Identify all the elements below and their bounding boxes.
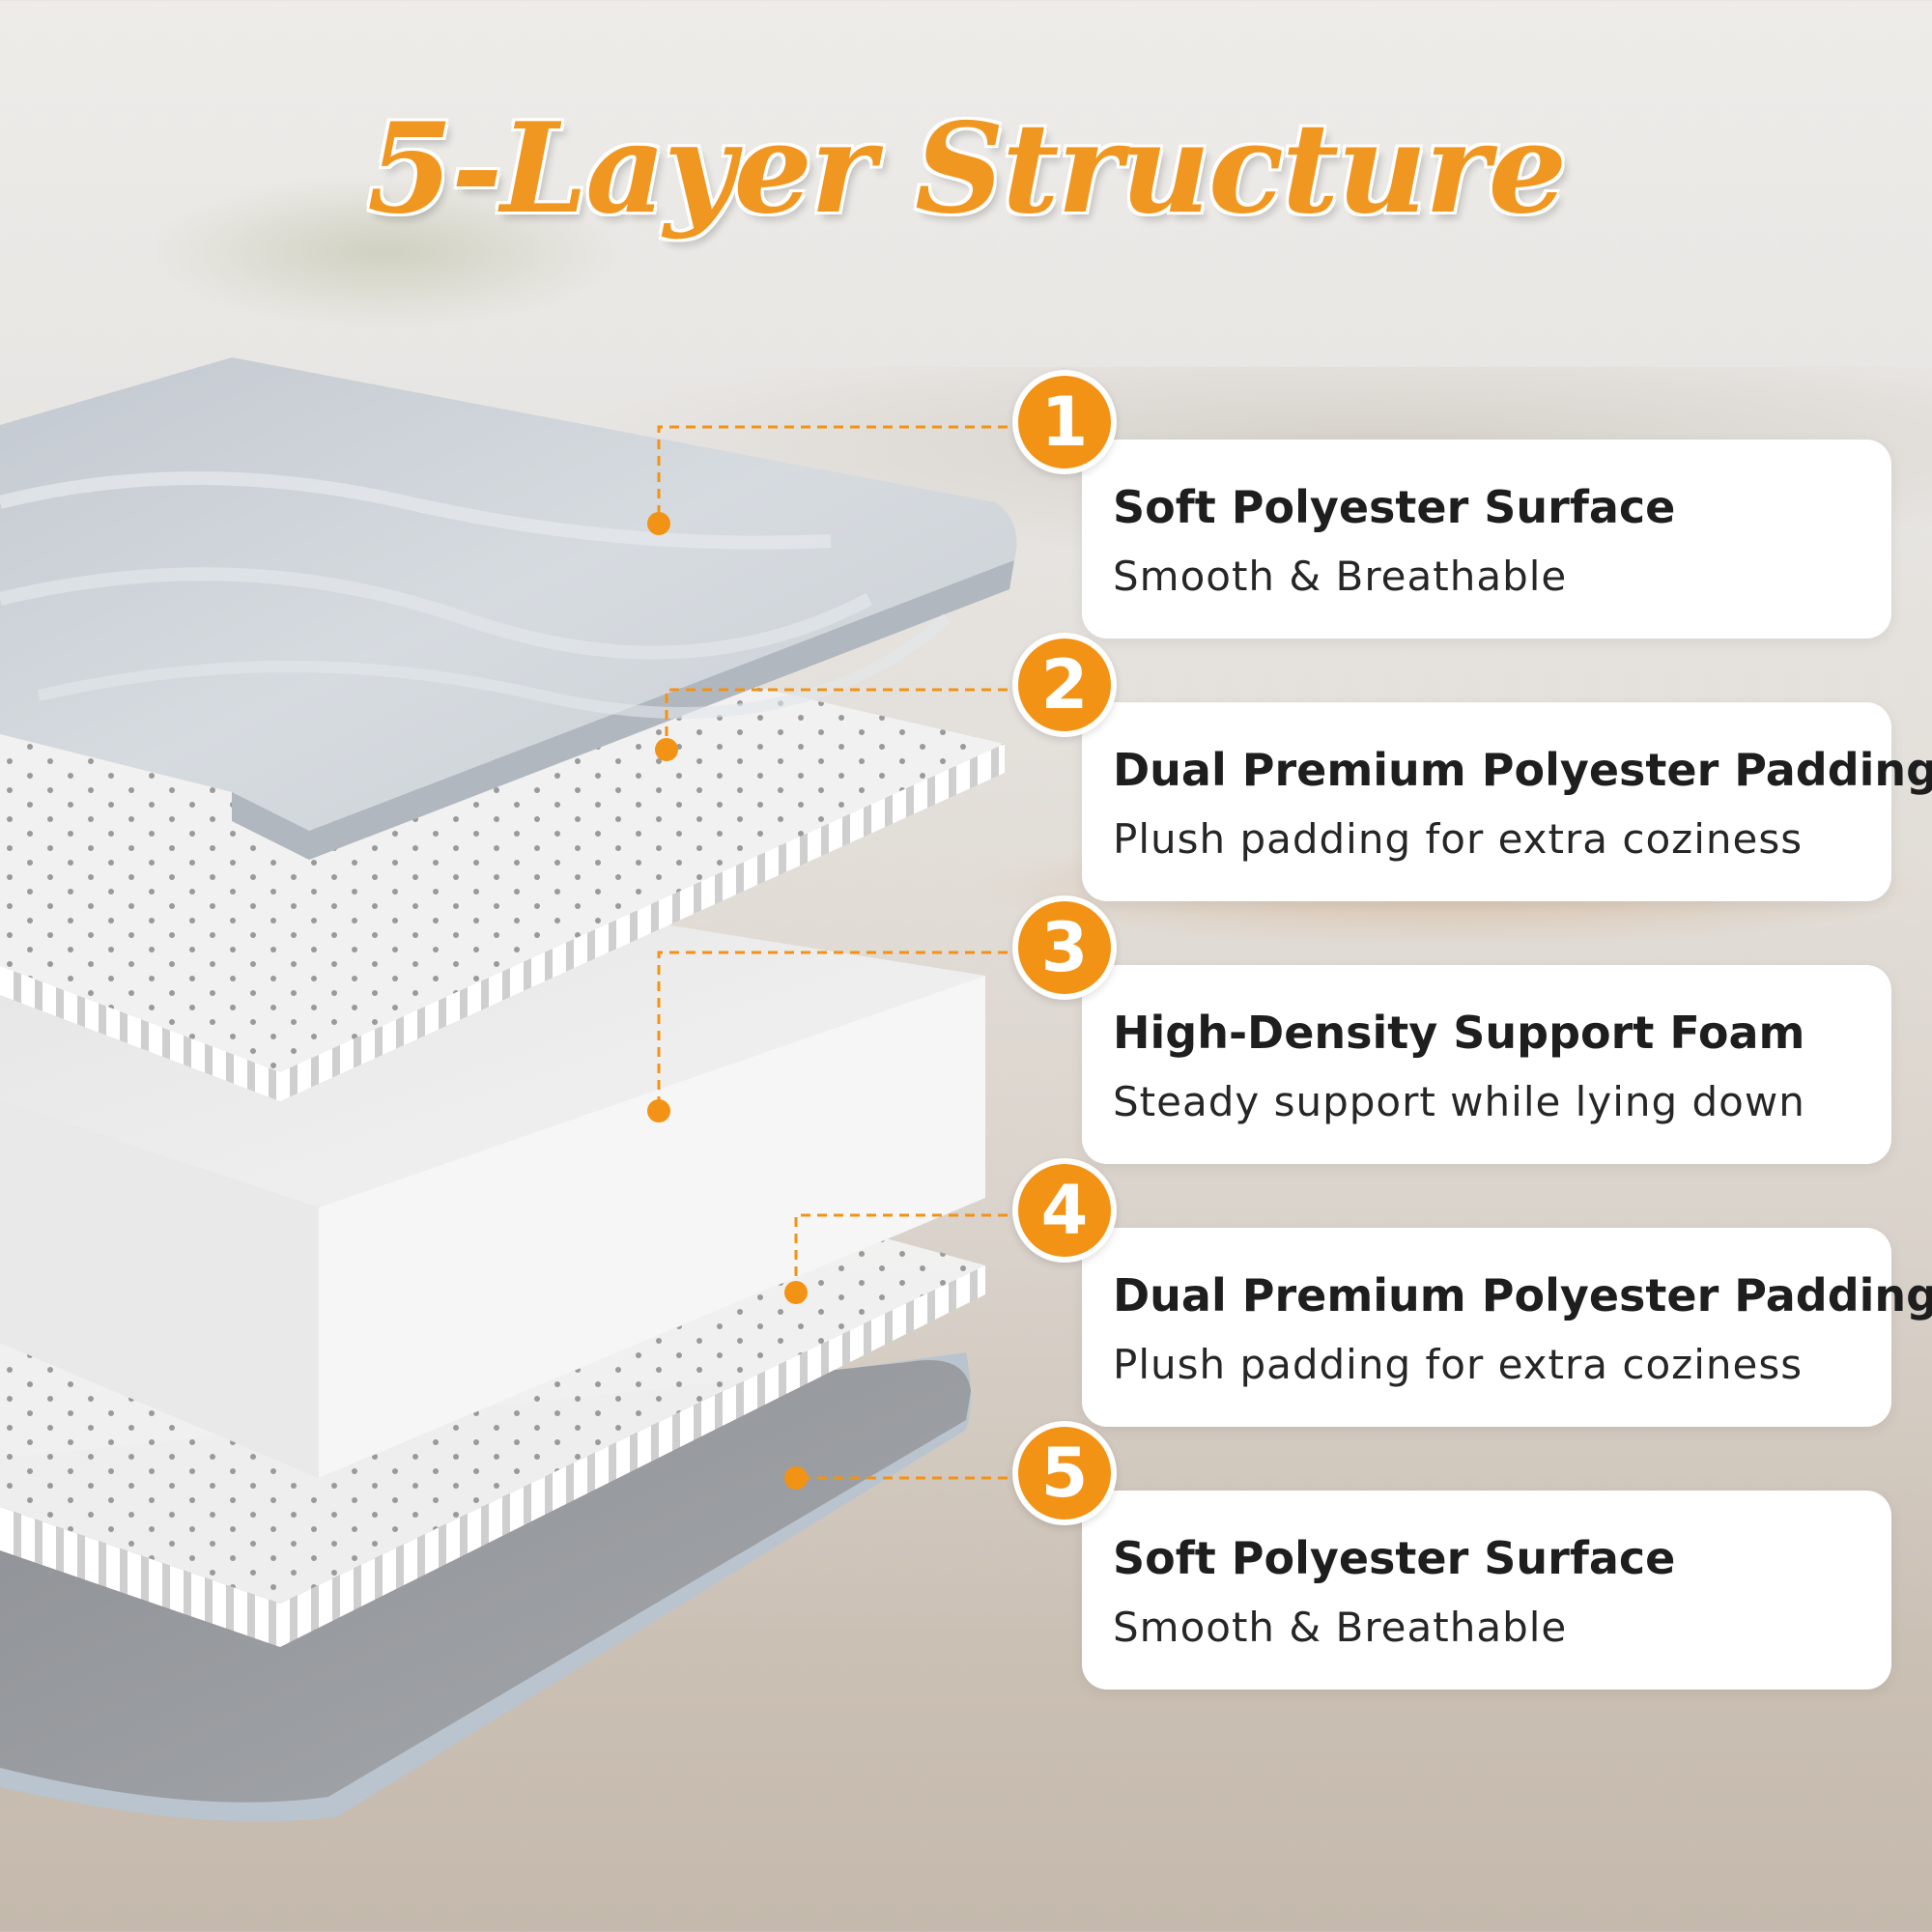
background-blur bbox=[145, 174, 628, 328]
layer-heading: Dual Premium Polyester Padding bbox=[1113, 744, 1932, 796]
layer-subtitle: Plush padding for extra coziness bbox=[1113, 1341, 1804, 1388]
layer-subtitle: Smooth & Breathable bbox=[1113, 553, 1568, 600]
callout-dots bbox=[647, 512, 808, 1490]
layer-subtitle: Steady support while lying down bbox=[1113, 1078, 1805, 1125]
layer-number-badge: 4 bbox=[1012, 1158, 1117, 1263]
callout-dot bbox=[647, 1099, 670, 1122]
layer-heading: High-Density Support Foam bbox=[1113, 1007, 1805, 1059]
layer-heading: Soft Polyester Surface bbox=[1113, 1532, 1676, 1584]
layer-1-top-fabric bbox=[0, 357, 1017, 860]
layer-card-5: Soft Polyester Surface Smooth & Breathab… bbox=[1082, 1491, 1891, 1690]
callout-dot bbox=[784, 1281, 808, 1304]
layer-number-badge: 3 bbox=[1012, 895, 1117, 1000]
layer-subtitle: Plush padding for extra coziness bbox=[1113, 815, 1804, 863]
callout-dot bbox=[784, 1466, 808, 1490]
layer-card-1: Soft Polyester Surface Smooth & Breathab… bbox=[1082, 440, 1891, 639]
callout-dot bbox=[655, 738, 678, 761]
page-title: 5-Layer Structure bbox=[367, 97, 1567, 242]
layer-card-3: High-Density Support Foam Steady support… bbox=[1082, 965, 1891, 1164]
layer-subtitle: Smooth & Breathable bbox=[1113, 1604, 1568, 1651]
layer-card-2: Dual Premium Polyester Padding Plush pad… bbox=[1082, 702, 1932, 901]
layer-card-4: Dual Premium Polyester Padding Plush pad… bbox=[1082, 1228, 1932, 1427]
layer-number-badge: 5 bbox=[1012, 1421, 1117, 1525]
layer-number-badge: 1 bbox=[1012, 370, 1117, 474]
callout-dot bbox=[647, 512, 670, 535]
layer-heading: Soft Polyester Surface bbox=[1113, 481, 1676, 533]
layer-number-badge: 2 bbox=[1012, 633, 1117, 737]
layer-heading: Dual Premium Polyester Padding bbox=[1113, 1269, 1932, 1321]
callout-lines bbox=[657, 425, 1024, 1480]
